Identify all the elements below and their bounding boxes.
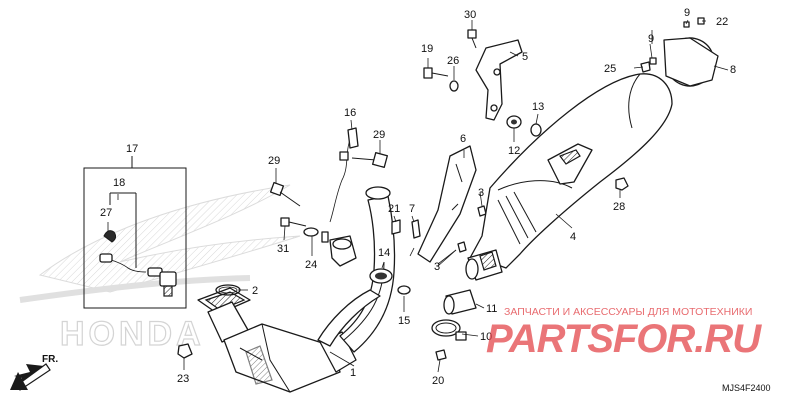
callout-31: 31 (277, 243, 289, 255)
diagram-code: MJS4F2400 (722, 383, 771, 393)
honda-logo-text: HONDA (60, 315, 205, 353)
callout-labels: 1 2 3 3 4 5 6 7 8 9 9 10 11 12 13 14 15 … (100, 7, 736, 387)
leader-lines (107, 19, 729, 373)
callout-9: 9 (684, 7, 690, 19)
direction-label: FR. (42, 354, 58, 365)
callout-27: 27 (100, 207, 112, 219)
clip-icon (411, 219, 421, 239)
muffler-end-cap (663, 37, 719, 87)
callout-23: 23 (177, 373, 189, 385)
arrow-down-left-icon (10, 363, 51, 391)
gasket-icon (369, 268, 393, 284)
callout-26: 26 (447, 55, 459, 67)
callout-15: 15 (398, 315, 410, 327)
screw-icon (457, 241, 467, 253)
callout-6: 6 (460, 133, 466, 145)
callout-8: 8 (730, 64, 736, 76)
callout-5: 5 (522, 51, 528, 63)
bolt-icon (280, 217, 307, 227)
callout-30: 30 (464, 9, 476, 21)
callout-14: 14 (378, 247, 390, 259)
sensor-wire (321, 127, 359, 243)
callout-1: 1 (350, 367, 356, 379)
callout-10: 10 (480, 331, 492, 343)
honda-wing-logo: HONDA (19, 184, 301, 354)
callout-3: 3 (478, 187, 484, 199)
exhaust-pipe-assembly (197, 186, 396, 393)
callout-25: 25 (604, 63, 616, 75)
muffler-bracket (475, 39, 523, 121)
clamp-icon (431, 319, 467, 341)
screw-icon (477, 205, 487, 217)
bolt-icon (435, 349, 447, 361)
screw-icon (640, 61, 651, 73)
bolt-icon (269, 181, 301, 207)
callout-29: 29 (268, 155, 280, 167)
callout-2: 2 (252, 285, 258, 297)
callout-29: 29 (373, 129, 385, 141)
callout-3: 3 (434, 261, 440, 273)
mounting-bracket (303, 227, 357, 267)
front-direction-indicator: FR. (10, 354, 58, 391)
callout-28: 28 (613, 201, 625, 213)
callout-20: 20 (432, 375, 444, 387)
callout-17: 17 (126, 143, 138, 155)
nut-icon (177, 343, 193, 359)
callout-21: 21 (388, 203, 400, 215)
callout-22: 22 (716, 16, 728, 28)
nut-icon (615, 177, 629, 191)
callout-19: 19 (421, 43, 433, 55)
watermark-brand: PARTSFOR.RU (486, 317, 762, 361)
screw-icon (683, 21, 690, 28)
callout-18: 18 (113, 177, 125, 189)
callout-12: 12 (508, 145, 520, 157)
watermark-tagline: ЗАПЧАСТИ И АКСЕССУАРЫ ДЛЯ МОТОТЕХНИКИ (504, 306, 752, 318)
callout-9: 9 (648, 33, 654, 45)
washer-icon (449, 80, 459, 92)
oxygen-sensor-group (83, 156, 187, 309)
callout-24: 24 (305, 259, 317, 271)
gasket-icon (443, 289, 477, 315)
callout-13: 13 (532, 101, 544, 113)
bolt-icon (351, 152, 388, 168)
watermark: ЗАПЧАСТИ И АКСЕССУАРЫ ДЛЯ МОТОТЕХНИКИ PA… (486, 306, 763, 361)
washer-icon (530, 123, 542, 137)
bolt-icon (397, 285, 411, 295)
muffler (465, 73, 673, 281)
o2-sensor-icon (147, 267, 177, 297)
callout-7: 7 (409, 203, 415, 215)
callout-4: 4 (570, 231, 576, 243)
screw-icon (649, 57, 657, 65)
bolt-icon (423, 67, 449, 79)
callout-16: 16 (344, 107, 356, 119)
callout-11: 11 (486, 303, 497, 315)
bolt-icon (467, 29, 477, 49)
nut-icon (506, 115, 522, 129)
heat-shield (417, 145, 477, 263)
clip-icon (391, 219, 401, 235)
